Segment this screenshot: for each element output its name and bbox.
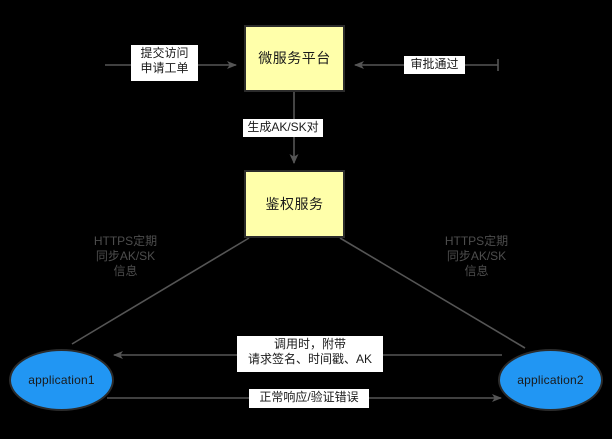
node-auth-service-label: 鉴权服务 — [265, 195, 324, 212]
node-auth-service[interactable]: 鉴权服务 — [244, 170, 345, 238]
edge-label-sync-right: HTTPS定期 同步AK/SK 信息 — [444, 234, 509, 278]
edge-label-call-request: 调用时，附带 请求签名、时间戳、AK — [237, 336, 383, 372]
node-application1-label: application1 — [28, 373, 95, 387]
edge-sync-left-line — [71, 237, 250, 345]
node-platform[interactable]: 微服务平台 — [244, 25, 345, 92]
node-application2[interactable]: application2 — [498, 349, 603, 411]
node-application2-label: application2 — [517, 373, 584, 387]
edge-label-response: 正常响应/验证错误 — [249, 389, 369, 408]
edge-label-submit-request: 提交访问 申请工单 — [131, 45, 198, 81]
node-platform-label: 微服务平台 — [258, 50, 331, 67]
edge-label-approval-passed: 审批通过 — [404, 56, 465, 74]
edge-sync-right-line — [339, 237, 526, 349]
node-application1[interactable]: application1 — [9, 349, 114, 411]
edge-label-generate-keys: 生成AK/SK对 — [243, 119, 323, 137]
edge-label-sync-left: HTTPS定期 同步AK/SK 信息 — [93, 234, 158, 278]
